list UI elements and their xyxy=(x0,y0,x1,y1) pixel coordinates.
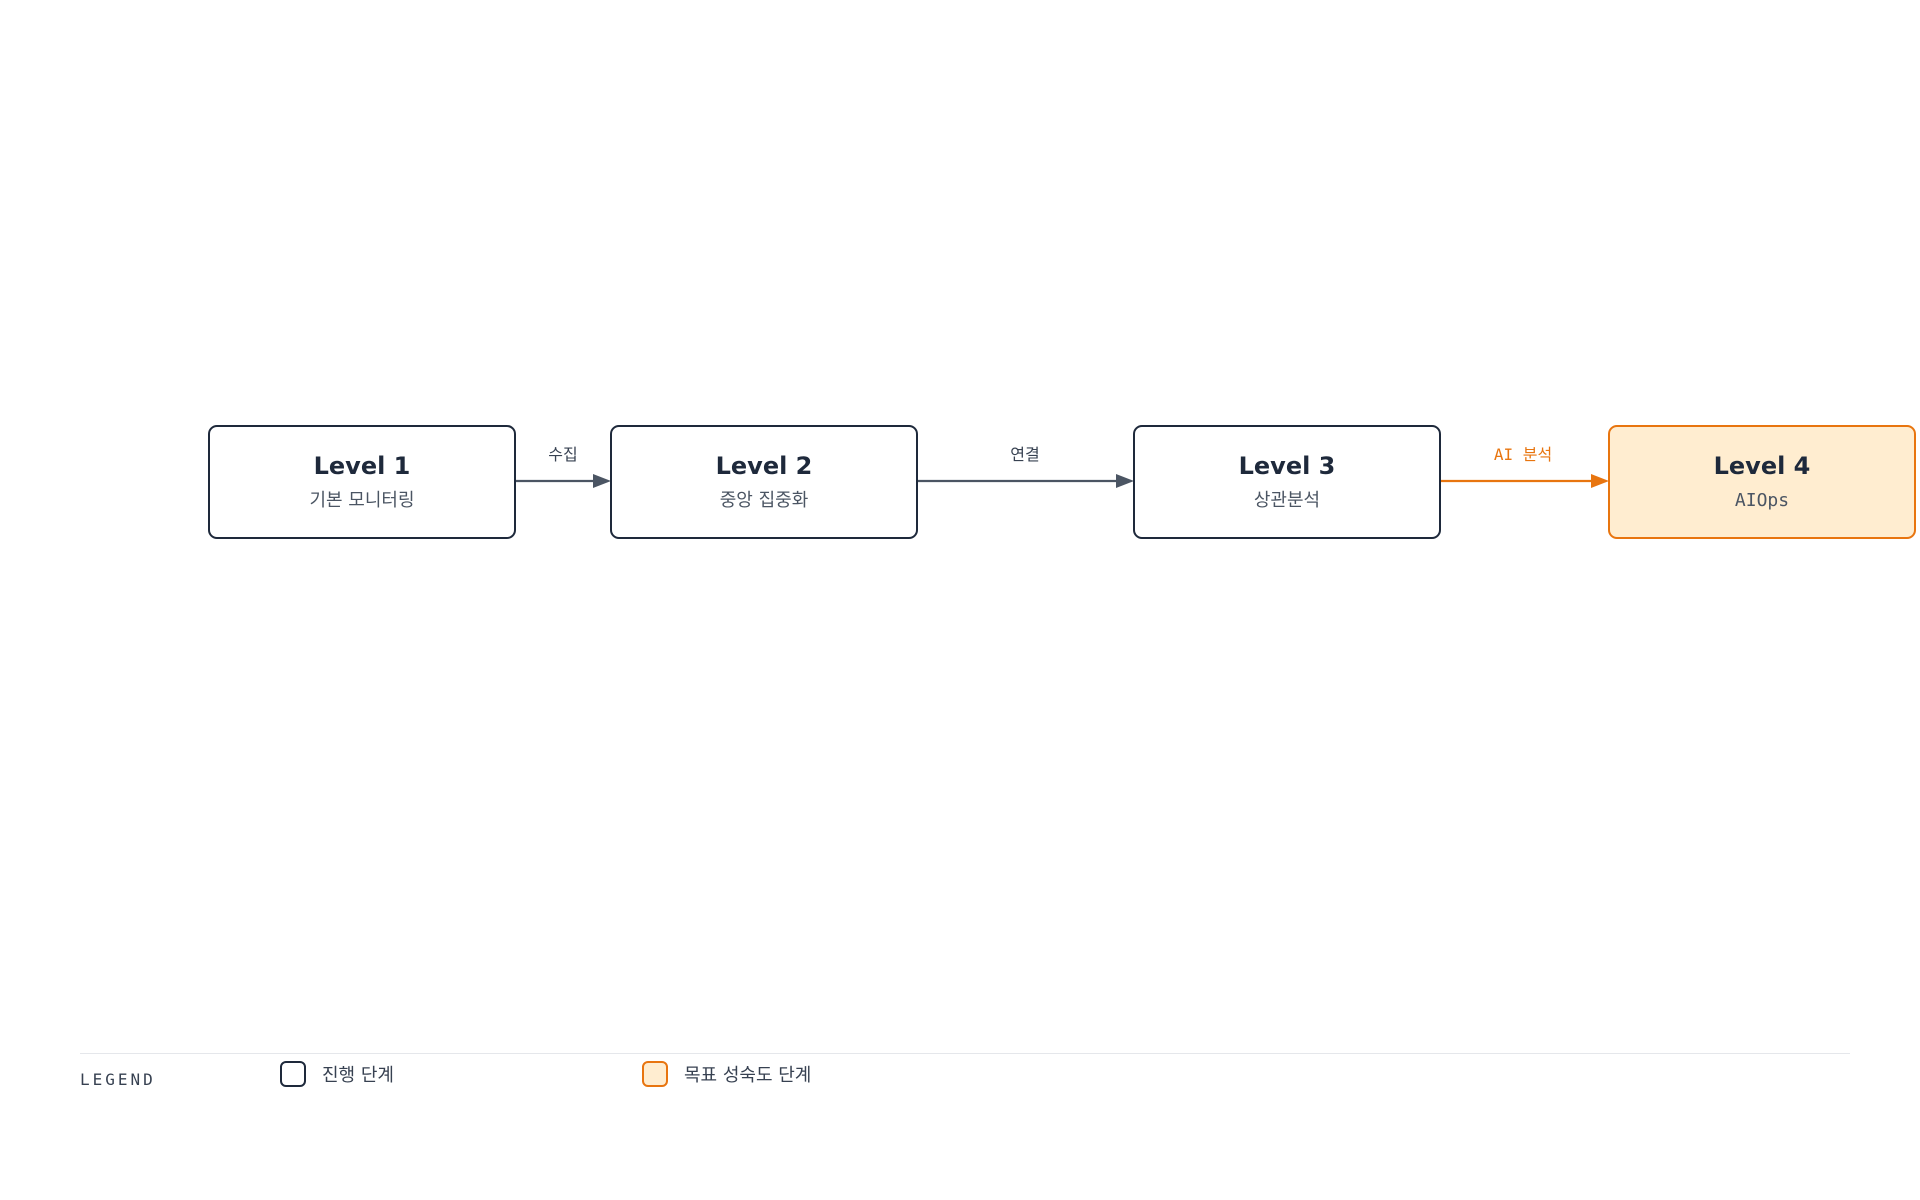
edge-label-collect: 수집 xyxy=(548,445,577,464)
node-subtitle: 상관분석 xyxy=(1254,490,1320,511)
node-level-1[interactable]: Level 1 기본 모니터링 xyxy=(208,425,516,539)
node-level-3[interactable]: Level 3 상관분석 xyxy=(1133,425,1441,539)
edge-label-connect: 연결 xyxy=(1010,445,1039,464)
legend-swatch-in-progress xyxy=(280,1061,306,1087)
node-subtitle: AIOps xyxy=(1735,490,1789,511)
edge-level3-level4: AI 분석 xyxy=(1440,445,1609,488)
edge-label-ai-analysis: AI 분석 xyxy=(1494,445,1552,464)
legend-item-in-progress: 진행 단계 xyxy=(280,1061,394,1087)
node-subtitle: 중앙 집중화 xyxy=(720,490,809,511)
legend-title: LEGEND xyxy=(80,1070,156,1089)
legend-label: 진행 단계 xyxy=(322,1065,394,1086)
node-level-2[interactable]: Level 2 중앙 집중화 xyxy=(610,425,918,539)
node-title: Level 2 xyxy=(716,452,813,480)
node-title: Level 3 xyxy=(1239,452,1336,480)
node-title: Level 4 xyxy=(1714,452,1811,480)
node-title: Level 1 xyxy=(314,452,411,480)
node-level-4[interactable]: Level 4 AIOps xyxy=(1608,425,1916,539)
legend-item-target: 목표 성숙도 단계 xyxy=(642,1061,811,1087)
legend-swatch-target xyxy=(642,1061,668,1087)
legend: LEGEND 진행 단계 목표 성숙도 단계 xyxy=(80,1053,1850,1114)
legend-label: 목표 성숙도 단계 xyxy=(684,1065,812,1086)
edge-level2-level3: 연결 xyxy=(917,445,1134,488)
node-subtitle: 기본 모니터링 xyxy=(309,490,414,511)
edge-level1-level2: 수집 xyxy=(516,445,611,488)
